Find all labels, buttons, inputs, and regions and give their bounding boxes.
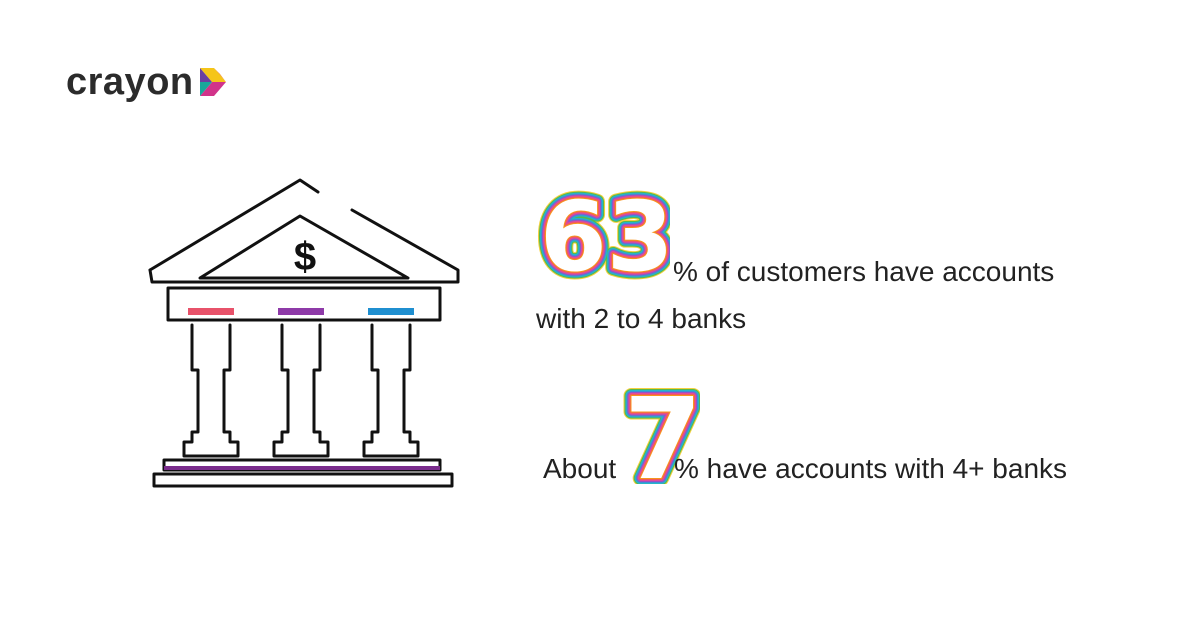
stat-2-number-stroke: 7 — [624, 382, 700, 484]
dollar-symbol: $ — [294, 235, 316, 279]
stat-2-number-stroke: 7 — [624, 382, 700, 484]
stat-1-number-stroke: 63 — [540, 182, 670, 282]
stat-1-number-stroke: 63 — [540, 182, 670, 282]
stat-2-prefix: About — [543, 453, 617, 484]
stat-1-number-stroke: 63 — [540, 182, 670, 282]
stat-2-number-stroke: 7 — [624, 382, 700, 484]
stat-1-number-stroke: 63 — [540, 182, 670, 282]
stat-2-number-stroke: 7 — [624, 382, 700, 484]
stat-2-number-stroke: 7 — [624, 382, 700, 484]
stat-1-number-stroke: 63 — [540, 182, 670, 282]
stat-1-number: 63 — [540, 182, 670, 282]
stat-1-number-stroke: 63 — [540, 182, 670, 282]
logo-wordmark: crayon — [66, 61, 194, 103]
stat-2-number-stroke: 7 — [624, 382, 700, 484]
stat-1-number-stroke: 63 — [540, 182, 670, 282]
stat-1-text-line2: with 2 to 4 banks — [536, 303, 747, 334]
crayon-logo: crayon — [66, 60, 230, 104]
stat-2-number-stroke: 7 — [624, 382, 700, 484]
stat-2-text: % have accounts with 4+ banks — [674, 453, 1068, 484]
stat-1-text: % of customers have accounts — [673, 256, 1055, 287]
stat-2-number-stroke: 7 — [624, 382, 700, 484]
stat-2-number: 7 — [624, 382, 700, 484]
bank-building-icon: $ — [148, 178, 460, 488]
logo-arrow-icon — [199, 68, 226, 96]
stat-1-number-stroke: 63 — [540, 182, 670, 282]
